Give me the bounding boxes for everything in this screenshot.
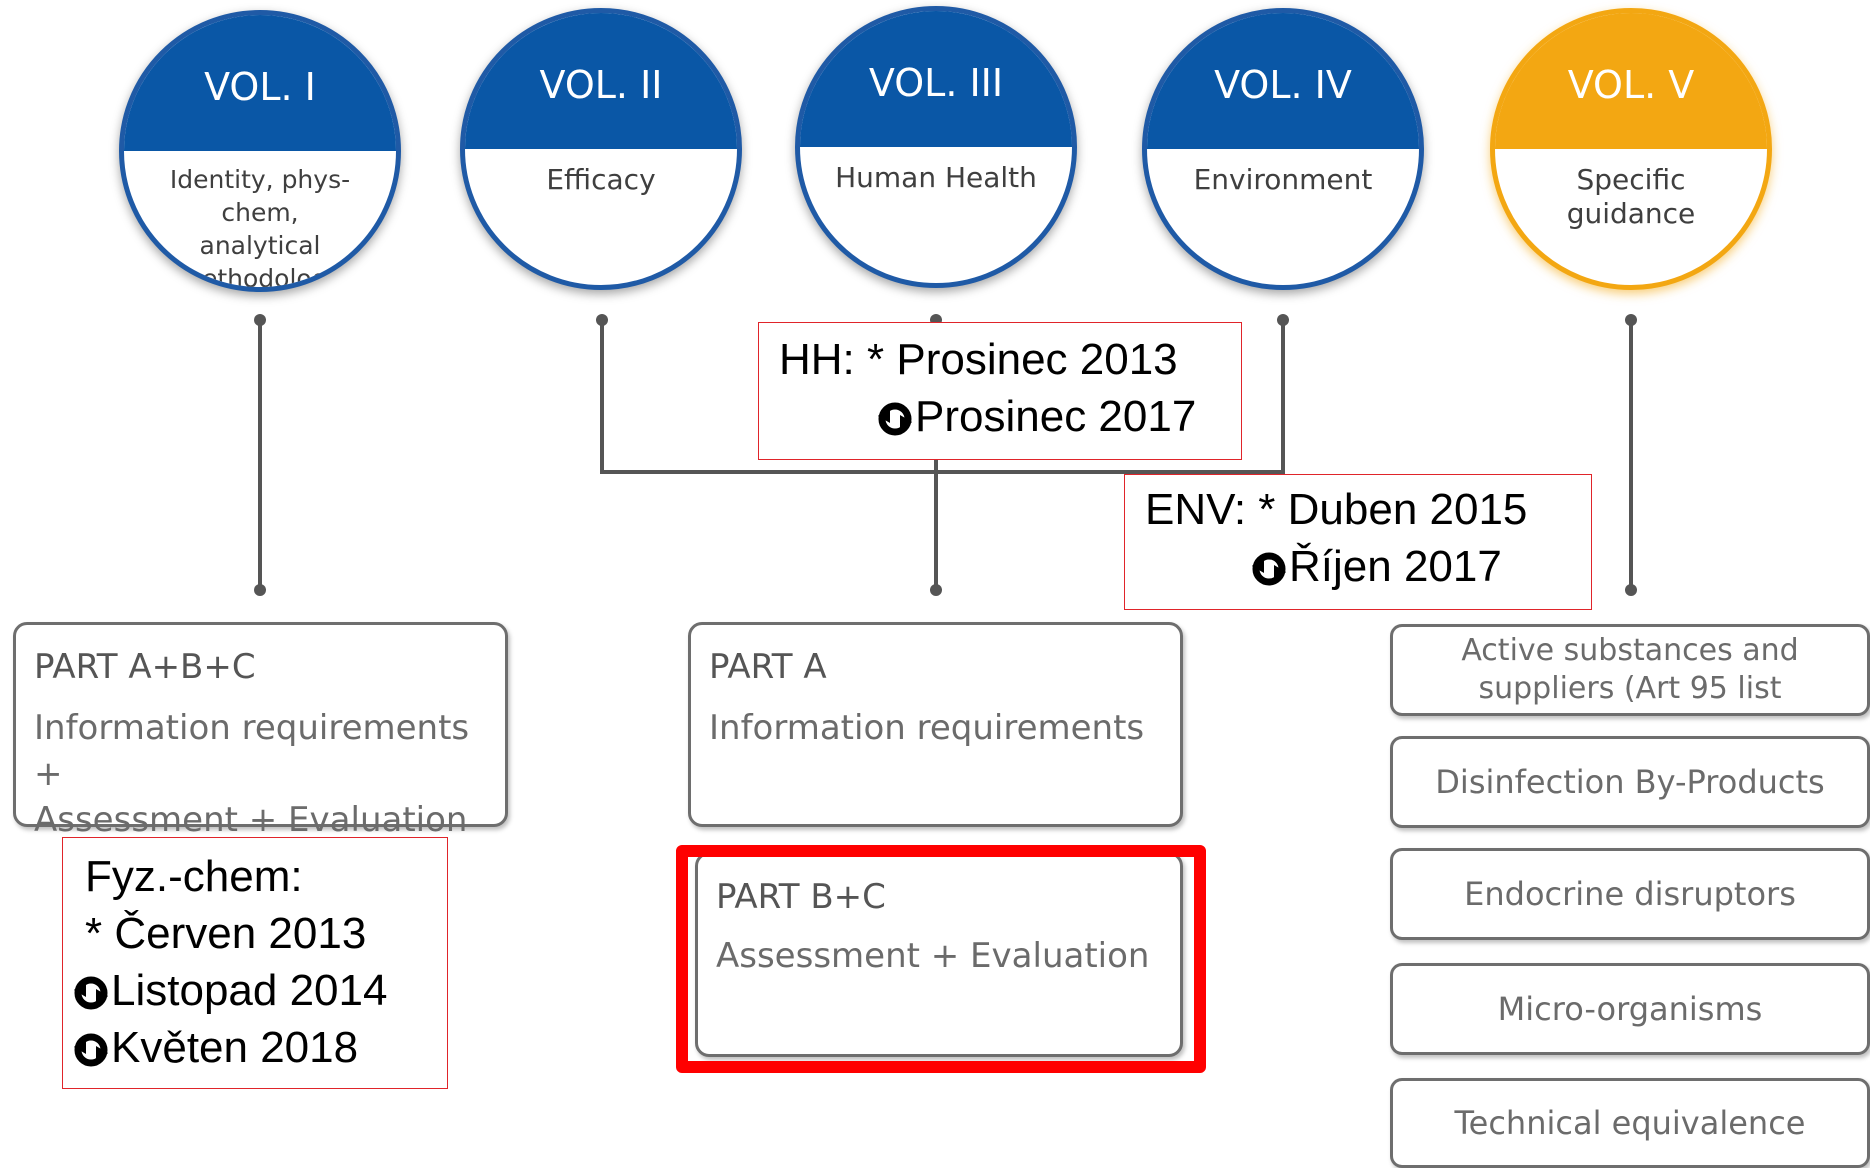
part-bc-box: PART B+C Assessment + Evaluation <box>695 852 1183 1057</box>
part-description-line: Information requirements <box>709 708 1145 748</box>
volume-subtitle: Environment <box>1147 149 1419 269</box>
volume-subtitle: Efficacy <box>465 149 737 269</box>
volume-subtitle-line: Environment <box>1193 163 1373 196</box>
volume-subtitle-line: analytical <box>199 231 321 260</box>
connector-dot <box>254 314 266 326</box>
note-line: HH: * Prosinec 2013 <box>779 335 1178 384</box>
connector-dot <box>1625 314 1637 326</box>
volume-subtitle: Identity, phys-chem, analytical methodol… <box>124 151 396 287</box>
part-a-box: PART A Information requirements <box>688 622 1183 827</box>
volume-label: VOL. II <box>465 13 737 149</box>
note-line: Fyz.-chem: <box>85 852 303 901</box>
volume-3-circle: VOL. III Human Health <box>795 6 1077 288</box>
note-line: Listopad 2014 <box>111 966 388 1015</box>
volume-subtitle-line: Specific <box>1576 163 1686 196</box>
note-phys-chem: Fyz.-chem: * Červen 2013 Listopad 2014 K… <box>62 837 448 1089</box>
note-human-health: HH: * Prosinec 2013 Prosinec 2017 <box>758 322 1242 460</box>
connector-dot <box>1625 584 1637 596</box>
connector-vol2-vol4 <box>600 320 1285 474</box>
volume-label: VOL. III <box>800 11 1072 147</box>
part-description-line: Assessment + Evaluation <box>716 936 1150 976</box>
part-title: PART B+C <box>716 877 886 917</box>
part-description: Information requirements + Assessment + … <box>34 705 505 843</box>
note-line: Prosinec 2017 <box>915 392 1197 441</box>
refresh-icon <box>74 976 108 1010</box>
part-bc-highlight <box>676 845 1206 1073</box>
volume-subtitle: Specific guidance <box>1495 149 1767 269</box>
volume-subtitle: Human Health <box>800 147 1072 267</box>
volume-4-circle: VOL. IV Environment <box>1142 8 1424 290</box>
volume-subtitle-line: Identity, phys-chem, <box>169 165 351 227</box>
volume-subtitle-line: methodology <box>177 264 343 292</box>
guidance-item-active-substances: Active substances and suppliers (Art 95 … <box>1390 624 1870 716</box>
connector-dot <box>930 584 942 596</box>
guidance-item-line: Endocrine disruptors <box>1464 875 1796 913</box>
guidance-item-line: Micro-organisms <box>1497 990 1763 1028</box>
guidance-item-line: Technical equivalence <box>1454 1104 1806 1142</box>
volume-label: VOL. I <box>124 15 396 151</box>
guidance-item-disinfection: Disinfection By-Products <box>1390 736 1870 828</box>
volume-label: VOL. IV <box>1147 13 1419 149</box>
note-line: ENV: * Duben 2015 <box>1145 485 1528 534</box>
part-title: PART A+B+C <box>34 647 256 687</box>
guidance-item-endocrine: Endocrine disruptors <box>1390 848 1870 940</box>
volume-2-circle: VOL. II Efficacy <box>460 8 742 290</box>
note-line: Říjen 2017 <box>1289 542 1502 591</box>
connector-dot <box>1277 314 1289 326</box>
connector-dot <box>254 584 266 596</box>
guidance-item-technical-equivalence: Technical equivalence <box>1390 1078 1870 1168</box>
part-description-line: Information requirements + <box>34 708 470 794</box>
connector-dot <box>596 314 608 326</box>
refresh-icon <box>1252 552 1286 586</box>
volume-1-circle: VOL. I Identity, phys-chem, analytical m… <box>119 10 401 292</box>
guidance-item-line: suppliers (Art 95 list <box>1478 671 1782 706</box>
part-abc-box: PART A+B+C Information requirements + As… <box>13 622 508 840</box>
refresh-icon <box>878 402 912 436</box>
part-description: Assessment + Evaluation <box>716 933 1149 979</box>
volume-subtitle-line: Efficacy <box>546 163 656 196</box>
note-environment: ENV: * Duben 2015 Říjen 2017 <box>1124 474 1592 610</box>
volume-subtitle-line: Human Health <box>835 161 1037 194</box>
volume-subtitle-line: guidance <box>1566 197 1696 230</box>
guidance-item-line: Disinfection By-Products <box>1435 763 1825 801</box>
refresh-icon <box>74 1033 108 1067</box>
note-line: * Červen 2013 <box>85 909 367 958</box>
note-line: Květen 2018 <box>111 1023 359 1072</box>
part-description: Information requirements <box>709 705 1144 751</box>
part-title: PART A <box>709 647 827 687</box>
guidance-item-line: Active substances and <box>1461 633 1799 668</box>
volume-label: VOL. V <box>1495 13 1767 149</box>
part-description-line: Assessment + Evaluation <box>34 800 468 840</box>
guidance-item-micro-organisms: Micro-organisms <box>1390 963 1870 1055</box>
volume-5-circle: VOL. V Specific guidance <box>1490 8 1772 290</box>
